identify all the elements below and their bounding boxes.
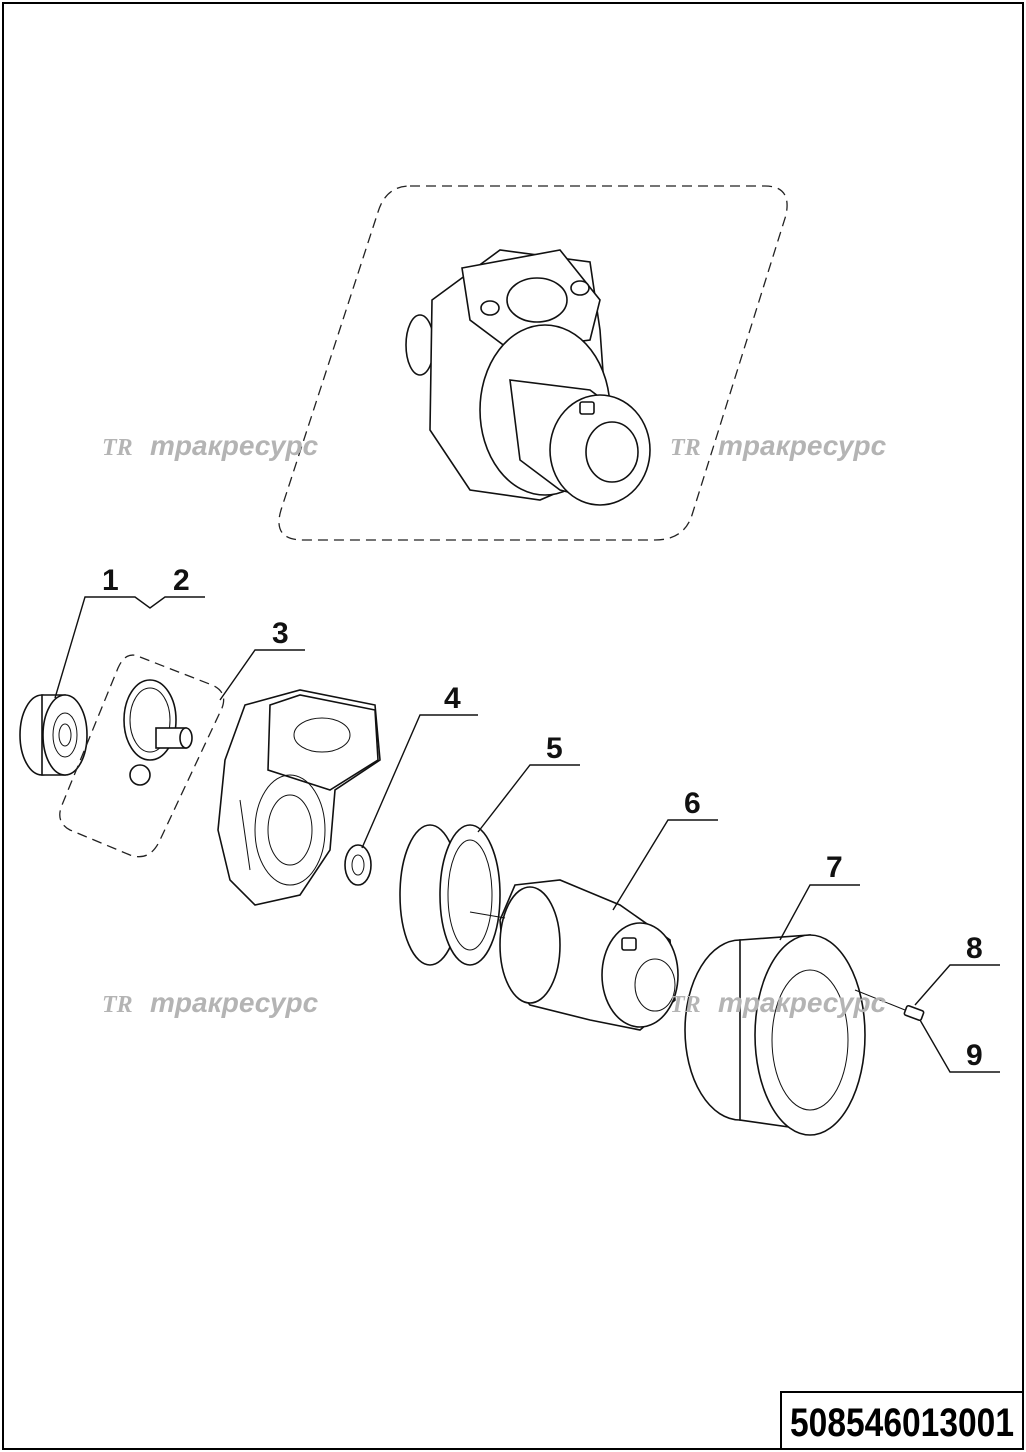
callout-5: 5 xyxy=(546,732,563,765)
svg-text:тракресурс: тракресурс xyxy=(718,430,887,461)
svg-text:TR: TR xyxy=(670,992,701,1018)
part-2-dashed-boundary xyxy=(59,654,225,858)
part-6-hub xyxy=(469,879,679,1031)
part-7-brake-drum xyxy=(684,934,866,1136)
watermark-top-left: TR тракресурс xyxy=(102,430,319,461)
callout-4: 4 xyxy=(444,682,461,715)
assembled-wheel-hub xyxy=(405,249,651,506)
svg-text:TR: TR xyxy=(102,992,133,1018)
part-4-bearing xyxy=(344,844,372,886)
callout-2: 2 xyxy=(173,564,190,597)
callout-6: 6 xyxy=(684,787,701,820)
callout-leaders xyxy=(54,596,1000,1073)
part-3-housing xyxy=(217,689,381,906)
callout-3: 3 xyxy=(272,617,289,650)
callout-1: 1 xyxy=(102,564,119,597)
svg-text:тракресурс: тракресурс xyxy=(150,987,319,1018)
callout-9: 9 xyxy=(966,1039,983,1072)
svg-text:тракресурс: тракресурс xyxy=(718,987,887,1018)
document-number-box xyxy=(780,1391,1024,1450)
document-number: 508546013001 xyxy=(790,1401,1014,1445)
svg-text:TR: TR xyxy=(670,435,701,461)
watermark-bottom-left: TR тракресурс xyxy=(102,987,319,1018)
part-8-9-fastener xyxy=(854,989,925,1022)
svg-text:тракресурс: тракресурс xyxy=(150,430,319,461)
watermark-top-right: TR тракресурс xyxy=(670,430,887,461)
watermark-bottom-right: TR тракресурс xyxy=(670,987,887,1018)
callout-7: 7 xyxy=(826,851,843,884)
callout-8: 8 xyxy=(966,932,983,965)
part-5-seal-ring xyxy=(399,824,501,966)
svg-text:TR: TR xyxy=(102,435,133,461)
part-2-gear-set xyxy=(123,679,193,786)
part-1-cover xyxy=(19,694,88,776)
assembly-dashed-boundary xyxy=(278,185,788,541)
